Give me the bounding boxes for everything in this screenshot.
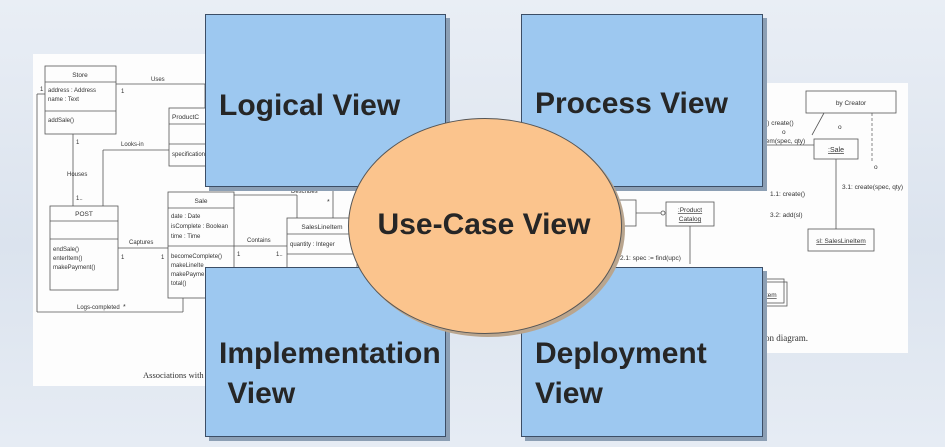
sale-op-3: makePayme [171, 272, 205, 278]
mult-sale-contains: 1 [237, 252, 241, 258]
mult-post-captures: 1 [121, 255, 125, 261]
sale-object: :Sale [828, 147, 844, 154]
assoc-looks-in: Looks-in [121, 142, 144, 148]
mult-store-uses: 1 [121, 89, 125, 95]
sale-op-2: makeLineIte [171, 263, 204, 269]
post-op-3: makePayment() [53, 265, 95, 271]
mult-sli-contains: 1.. [276, 252, 283, 258]
create-message: s) create() [764, 120, 794, 127]
mult-store-houses: 1 [76, 140, 80, 146]
assoc-describes: Describes [291, 189, 318, 195]
productcatalog-attr: specification [172, 152, 205, 158]
item-object: Item [764, 292, 777, 299]
role-marker-3: o [874, 164, 878, 171]
add-32-message: 3.2: add(sl) [770, 212, 803, 219]
collaboration-fragment-image: :Product Catalog 2.1: spec := find(upc) [606, 188, 766, 268]
product-catalog-line-2: Catalog [679, 216, 702, 223]
store-op-1: addSale() [48, 118, 74, 124]
implementation-view-label: Implementation View [219, 337, 441, 410]
sale-attr-2: isComplete : Boolean [171, 224, 228, 230]
mult-logs-star: * [123, 304, 126, 311]
mult-sale-captures: 1 [161, 255, 165, 261]
sale-op-4: total() [171, 281, 186, 287]
saleslineitem-class-name: SalesLineItem [301, 224, 342, 231]
sale-attr-1: date : Date [171, 214, 201, 220]
productcatalog-class-name: ProductC [172, 114, 199, 121]
post-class-name: POST [75, 211, 93, 218]
deployment-view-label: Deployment View [535, 337, 707, 410]
mult-post-houses: 1.. [76, 196, 83, 202]
assoc-houses: Houses [67, 172, 87, 178]
store-class-name: Store [72, 72, 88, 79]
collaboration-diagram-caption: tion diagram. [762, 333, 808, 343]
role-marker-2: o [838, 124, 842, 131]
use-case-view-ellipse [348, 118, 622, 334]
post-op-1: endSale() [53, 247, 79, 253]
logical-view-label: Logical View [219, 89, 401, 122]
sale-class-name: Sale [194, 198, 207, 205]
assoc-captures: Captures [129, 240, 153, 246]
mult-describes-star: * [327, 199, 330, 206]
create-31-message: 3.1: create(spec, qty) [842, 184, 903, 191]
assoc-uses: Uses [151, 77, 165, 83]
create-11-message: 1.1: create() [770, 191, 805, 198]
use-case-view-label: Use-Case View [377, 208, 591, 241]
store-attr-2: name : Text [48, 97, 79, 103]
sale-op-1: becomeComplete() [171, 254, 222, 260]
additem-message: tem(spec, qty) [764, 138, 805, 145]
saleslineitem-attr: quantity : Integer [290, 242, 335, 248]
mult-store-left: 1 [40, 87, 44, 93]
role-marker-1: o [782, 129, 786, 136]
saleslineitem-object: sl: SalesLineItem [816, 238, 866, 245]
find-spec-message: 2.1: spec := find(upc) [620, 255, 681, 262]
sale-attr-3: time : Time [171, 234, 201, 240]
class-diagram-caption: Associations with [143, 370, 204, 380]
assoc-contains: Contains [247, 238, 271, 244]
by-creator-note: by Creator [836, 100, 867, 107]
post-op-2: enterItem() [53, 256, 82, 262]
assoc-logs-completed: Logs-completed [77, 305, 120, 311]
collaboration-diagram-image: by Creator s) create() tem(spec, qty) o … [762, 83, 908, 353]
store-attr-1: address : Address [48, 88, 96, 94]
product-catalog-line-1: :Product [678, 207, 702, 214]
process-view-label: Process View [535, 87, 728, 120]
